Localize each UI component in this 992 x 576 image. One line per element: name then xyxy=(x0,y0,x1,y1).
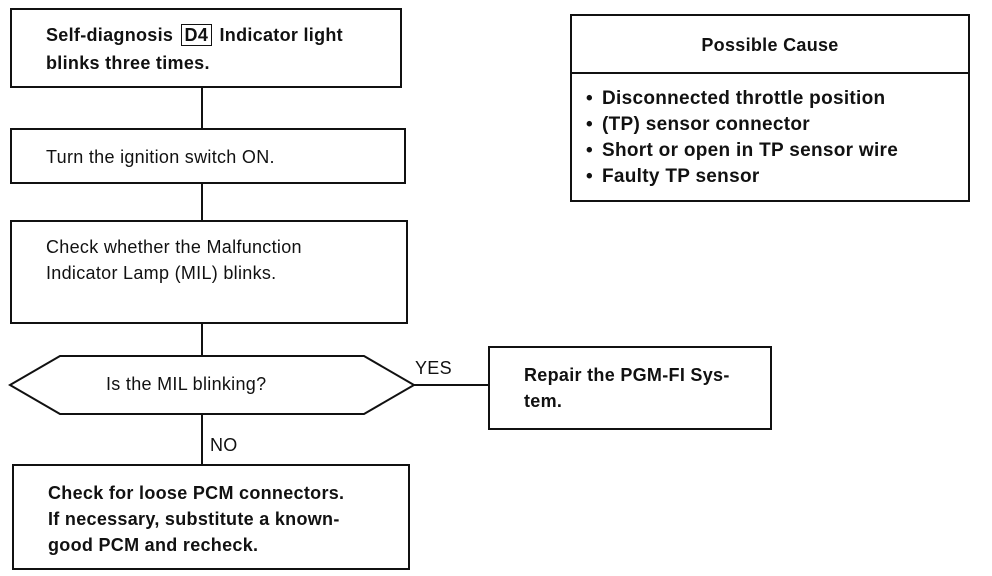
yes-action-line1: Repair the PGM-FI Sys- xyxy=(524,365,730,385)
step1-prefix: Self-diagnosis xyxy=(46,25,174,45)
check-pcm-box: Check for loose PCM connectors. If neces… xyxy=(12,464,410,570)
no-action-line3: good PCM and recheck. xyxy=(48,535,259,555)
no-action-line1: Check for loose PCM connectors. xyxy=(48,483,345,503)
connector-line-3 xyxy=(201,324,203,356)
decision-question: Is the MIL blinking? xyxy=(106,374,267,394)
no-action-line2: If necessary, substitute a known- xyxy=(48,509,340,529)
no-label: NO xyxy=(210,435,238,455)
cause-item-disconnected: Disconnected throttle position xyxy=(584,86,898,112)
possible-cause-divider xyxy=(572,72,968,74)
connector-line-2 xyxy=(201,184,203,220)
possible-cause-title: Possible Cause xyxy=(701,35,839,55)
step2-text: Turn the ignition switch ON. xyxy=(46,147,275,167)
cause-list: Disconnected throttle position (TP) sens… xyxy=(584,86,898,190)
step-self-diagnosis-text: Self-diagnosis D4 Indicator light xyxy=(46,22,343,48)
step-ignition-box: Turn the ignition switch ON. xyxy=(10,128,406,184)
step1-suffix: Indicator light xyxy=(219,25,343,45)
repair-pgm-fi-box: Repair the PGM-FI Sys- tem. xyxy=(488,346,772,430)
yes-label: YES xyxy=(415,358,452,378)
no-connector-line xyxy=(201,413,203,465)
cause-text-1: Disconnected throttle position xyxy=(602,88,886,109)
step-self-diagnosis-box: Self-diagnosis D4 Indicator light blinks… xyxy=(10,8,402,88)
yes-connector-line xyxy=(414,384,490,386)
cause-text-3: Short or open in TP sensor wire xyxy=(602,140,899,161)
cause-item-continuation: (TP) sensor connector xyxy=(584,112,898,138)
yes-action-line2: tem. xyxy=(524,391,563,411)
cause-item-faulty: Faulty TP sensor xyxy=(584,164,898,190)
d4-indicator-tag: D4 xyxy=(180,24,213,46)
step-check-mil-box: Check whether the Malfunction Indicator … xyxy=(10,220,408,324)
cause-text-4: Faulty TP sensor xyxy=(602,166,760,187)
cause-item-short-open: Short or open in TP sensor wire xyxy=(584,138,898,164)
connector-line-1 xyxy=(201,88,203,128)
possible-cause-panel: Possible Cause Disconnected throttle pos… xyxy=(570,14,970,202)
cause-text-2: (TP) sensor connector xyxy=(602,114,810,135)
step3-line2: Indicator Lamp (MIL) blinks. xyxy=(46,263,277,283)
step1-line2: blinks three times. xyxy=(46,53,210,73)
step3-line1: Check whether the Malfunction xyxy=(46,237,302,257)
